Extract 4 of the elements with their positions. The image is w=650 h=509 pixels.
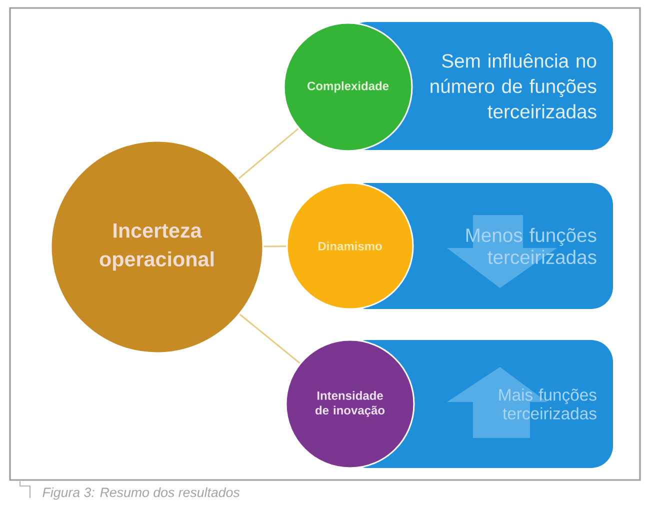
connector-line	[238, 128, 299, 180]
connector-line	[239, 314, 300, 364]
connector-line	[264, 246, 286, 248]
figure-caption: Figura 3: Resumo dos resultados	[42, 487, 240, 500]
